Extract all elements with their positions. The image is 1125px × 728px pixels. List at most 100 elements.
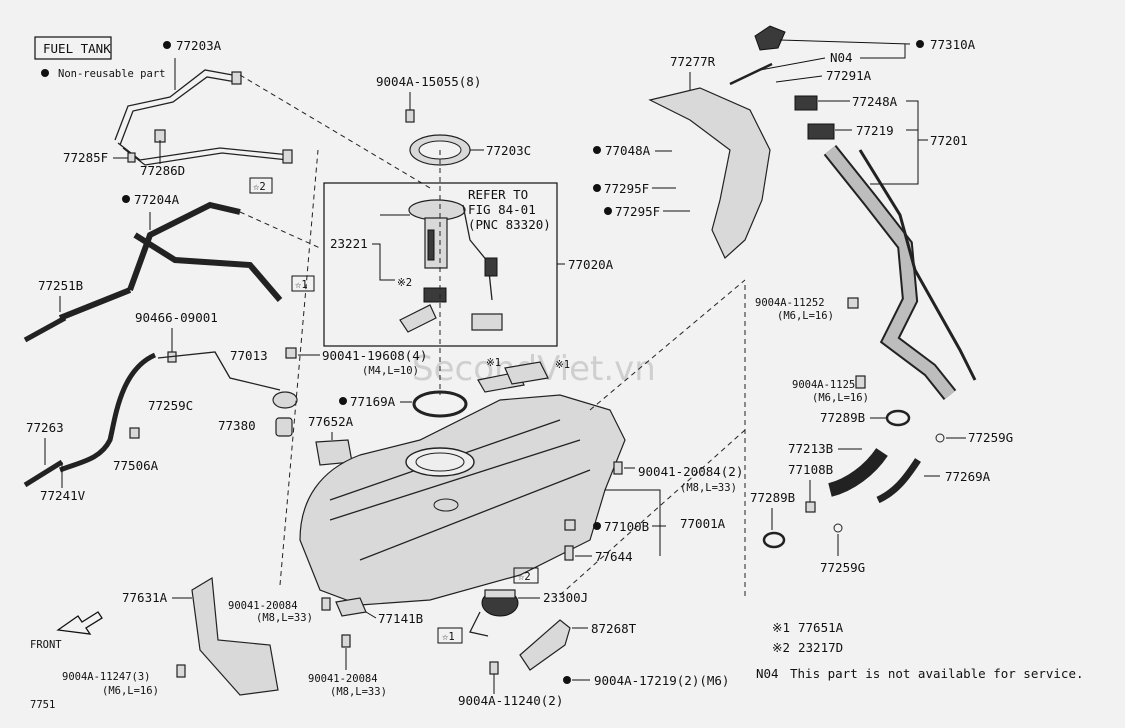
non-reusable-dot-icon [593,146,601,154]
leader-bracket [605,489,661,556]
callout-77263: 77263 [26,420,64,435]
star2-mark-a: ☆2 [253,181,266,193]
callout-9004A-11247: 9004A-11247(3) [62,671,151,683]
callout-77259G-a: 77259G [968,430,1013,445]
callout-77631A: 77631A [122,590,168,605]
callout-90041-20084-2: 90041-20084(2) [638,464,743,479]
bracket-77141B [335,597,367,617]
non-reusable-dot-icon [563,676,571,684]
callout-90466-09001: 90466-09001 [135,310,218,325]
screw-90041-19608 [285,347,297,359]
callout-90041-20084-a: 90041-20084 [228,600,298,612]
callout-77248A: 77248A [852,94,898,109]
leader-line [860,44,906,59]
non-reusable-dot-icon [122,195,130,203]
callout-77506A: 77506A [113,458,159,473]
star2-box-a [249,177,273,194]
refer-line-1: REFER TO [468,187,528,202]
x2-inner-mark: ※2 [397,277,412,289]
note-n04-text: This part is not available for service. [790,666,1084,681]
callout-77289B-b: 77289B [750,490,795,505]
note-x1-part: 77651A [798,620,844,635]
callout-9004A-11247-spec: (M6,L=16) [102,685,159,697]
x1-mark-b: ※1 [555,359,570,371]
tube-77251B [23,315,67,343]
bolt-90041-20084-b [341,634,351,648]
callout-90041-20084-2-spec: (M8,L=33) [680,482,737,494]
non-reusable-dot-icon [163,41,171,49]
star1-mark-b: ☆1 [442,631,455,643]
front-arrow-icon [56,611,103,635]
callout-90041-20084-b: 90041-20084 [308,673,378,685]
callout-77295F-a: 77295F [604,181,649,196]
callout-77644: 77644 [595,549,633,564]
non-reusable-dot-icon [593,522,601,530]
callout-77213B: 77213B [788,441,833,456]
gasket-77248A [794,95,818,111]
callout-77277R: 77277R [670,54,716,69]
bolt-90041-20084 [613,461,623,475]
clamp-77289B-b [762,531,786,549]
callout-9004A-11252-a: 9004A-11252 [755,297,825,309]
non-reusable-dot-icon [339,397,347,405]
callout-87268T: 87268T [591,621,637,636]
leader-line [759,57,826,71]
callout-77241V: 77241V [40,488,86,503]
callout-77020A: 77020A [568,257,614,272]
callout-9004A-15055: 9004A-15055(8) [376,74,481,89]
dashed-guide [239,211,321,249]
protector-77631A [191,576,279,696]
tube-77263 [23,459,64,488]
callout-77141B: 77141B [378,611,423,626]
title-box [34,36,112,60]
callout-90041-19608-spec: (M4,L=10) [362,365,419,377]
callout-77204A: 77204A [134,192,180,207]
callout-9004A-11252-b: 9004A-11252 [792,379,862,391]
callout-77310A: 77310A [930,37,976,52]
cushion-77380 [275,417,293,437]
tether-N04 [729,62,773,86]
filter-23300J [469,589,519,637]
callout-77259G-b: 77259G [820,560,865,575]
callout-90041-20084-b-spec: (M8,L=33) [330,686,387,698]
star1-box-a [291,275,315,292]
refer-line-3: (PNC 83320) [468,217,551,232]
note-n04-code: N04 [756,666,779,681]
callout-23221: 23221 [330,236,368,251]
clamp-77506A [129,427,140,439]
leader-bracket [870,100,928,185]
non-reusable-dot-icon [604,207,612,215]
hose-77204A [58,201,283,321]
callout-90041-19608: 90041-19608(4) [322,348,427,363]
figure-number: 7751 [30,699,55,711]
dashed-guide [239,74,431,189]
clamp-77289B-a [885,409,911,427]
hose-77213B [828,447,888,497]
star1-box-b [437,627,463,644]
callout-77201: 77201 [930,133,968,148]
callout-77013: 77013 [230,348,268,363]
callout-77108B: 77108B [788,462,833,477]
tube-77259C [59,352,157,473]
front-label: FRONT [30,639,62,651]
callout-77001A: 77001A [680,516,726,531]
hose-77269A [876,458,921,504]
callout-77652A: 77652A [308,414,354,429]
seal-77169A [412,390,468,418]
screw-9004A-15055 [405,109,415,123]
clip-77259G-a [935,433,945,443]
bolt-9004A-11252-a [847,297,859,309]
protector-87268T [519,619,571,671]
diagram-title: FUEL TANK [43,41,111,56]
callout-N04: N04 [830,50,853,65]
callout-9004A-17219: 9004A-17219(2)(M6) [594,673,729,688]
x1-mark-a: ※1 [486,357,501,369]
callout-77285F: 77285F [63,150,108,165]
non-reusable-dot-icon [916,40,924,48]
star1-mark-a: ☆1 [295,279,308,291]
leader-line [372,243,395,281]
leader-line [365,611,377,619]
callout-77259C: 77259C [148,398,193,413]
nut-77100B [564,519,576,531]
